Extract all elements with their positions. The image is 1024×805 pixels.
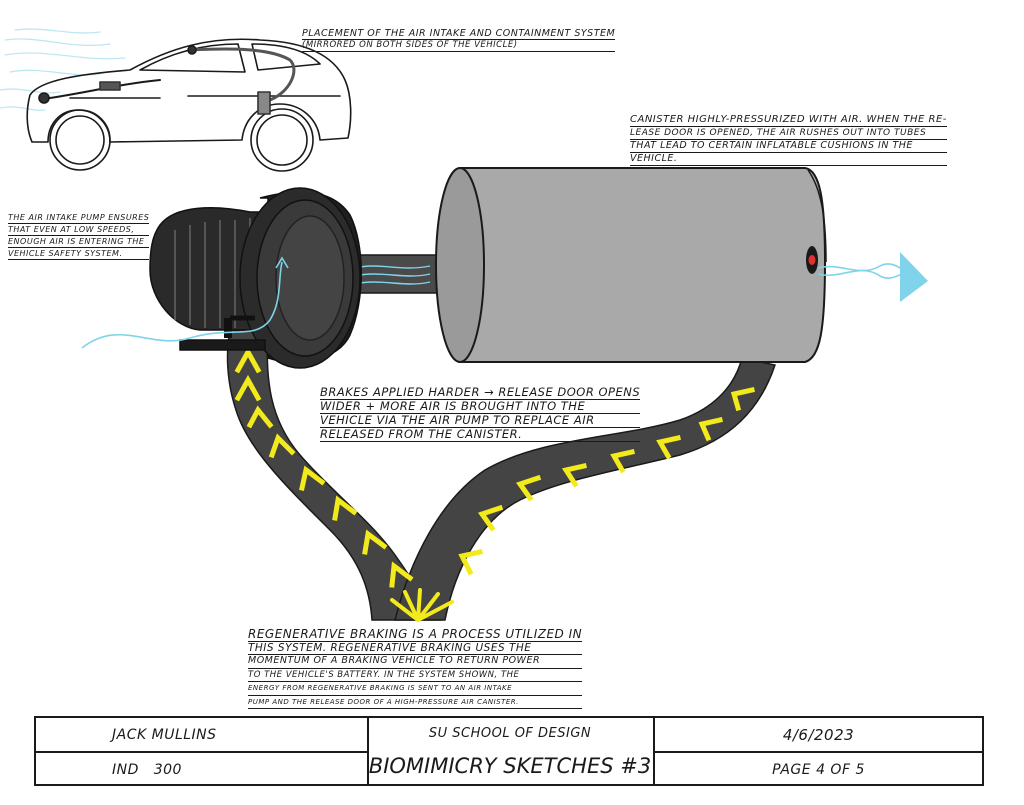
course-code: IND 300: [112, 761, 182, 778]
note-line: ENERGY FROM REGENERATIVE BRAKING IS SENT…: [248, 682, 583, 696]
page-number: PAGE 4 OF 5: [772, 761, 865, 778]
note-line: BRAKES APPLIED HARDER → RELEASE DOOR OPE…: [320, 385, 641, 400]
note-intake-pump: THE AIR INTAKE PUMP ENSURES THAT EVEN AT…: [8, 212, 150, 260]
note-line: PLACEMENT OF THE AIR INTAKE AND CONTAINM…: [302, 28, 616, 40]
note-line: VEHICLE.: [630, 153, 947, 166]
energy-arrow: [458, 549, 483, 576]
note-line: THIS SYSTEM. REGENERATIVE BRAKING USES T…: [248, 642, 583, 655]
note-placement: PLACEMENT OF THE AIR INTAKE AND CONTAINM…: [302, 28, 616, 52]
author-name: JACK MULLINS: [112, 726, 217, 743]
energy-arrow: [246, 405, 274, 429]
energy-arrow: [561, 463, 587, 488]
note-line: LEASE DOOR IS OPENED, THE AIR RUSHES OUT…: [630, 127, 947, 140]
sheet-date: 4/6/2023: [782, 725, 855, 744]
energy-burst: [390, 588, 454, 622]
energy-arrow: [299, 465, 326, 491]
energy-arrow: [656, 435, 681, 460]
note-line: TO THE VEHICLE'S BATTERY. IN THE SYSTEM …: [248, 669, 583, 682]
note-line: MOMENTUM OF A BRAKING VEHICLE TO RETURN …: [248, 655, 583, 669]
note-line: VEHICLE SAFETY SYSTEM.: [8, 248, 150, 260]
air-out-arrow: [900, 252, 928, 302]
energy-arrow: [362, 529, 388, 555]
note-canister: CANISTER HIGHLY-PRESSURIZED WITH AIR. WH…: [630, 114, 947, 166]
note-line: VEHICLE VIA THE AIR PUMP TO REPLACE AIR: [320, 414, 641, 428]
note-line: RELEASED FROM THE CANISTER.: [320, 428, 641, 442]
note-line: CANISTER HIGHLY-PRESSURIZED WITH AIR. WH…: [630, 114, 947, 127]
school-name: SU SCHOOL OF DESIGN: [428, 725, 592, 741]
energy-arrow: [332, 495, 358, 521]
wind-lines: [0, 28, 126, 111]
note-brakes: BRAKES APPLIED HARDER → RELEASE DOOR OPE…: [320, 385, 641, 442]
energy-arrow: [477, 504, 504, 532]
note-line: THAT EVEN AT LOW SPEEDS,: [8, 224, 150, 236]
energy-arrow: [730, 387, 755, 412]
energy-arrow: [698, 417, 723, 442]
air-canister: [435, 167, 928, 363]
note-line: PUMP AND THE RELEASE DOOR OF A HIGH-PRES…: [248, 696, 583, 709]
energy-arrow: [234, 374, 262, 402]
note-regen-braking: REGENERATIVE BRAKING IS A PROCESS UTILIZ…: [248, 627, 583, 709]
note-line: ENOUGH AIR IS ENTERING THE: [8, 236, 150, 248]
sheet-title: BIOMIMICRY SKETCHES #3: [368, 754, 652, 778]
air-intake-pump: [81, 187, 362, 369]
note-line: WIDER + MORE AIR IS BROUGHT INTO THE: [320, 400, 641, 414]
note-line: REGENERATIVE BRAKING IS A PROCESS UTILIZ…: [248, 627, 583, 642]
energy-arrow: [389, 561, 414, 588]
energy-arrow: [515, 474, 542, 502]
car-illustration: [0, 28, 352, 172]
energy-arrow: [268, 433, 296, 459]
energy-arrow: [610, 449, 635, 474]
energy-arrows: [234, 346, 755, 588]
note-line: THAT LEAD TO CERTAIN INFLATABLE CUSHIONS…: [630, 140, 947, 153]
energy-arrow: [234, 346, 262, 374]
note-line: (MIRRORED ON BOTH SIDES OF THE VEHICLE): [302, 40, 616, 52]
title-block: JACK MULLINS IND 300 SU SCHOOL OF DESIGN…: [34, 716, 984, 786]
note-line: THE AIR INTAKE PUMP ENSURES: [8, 213, 150, 224]
